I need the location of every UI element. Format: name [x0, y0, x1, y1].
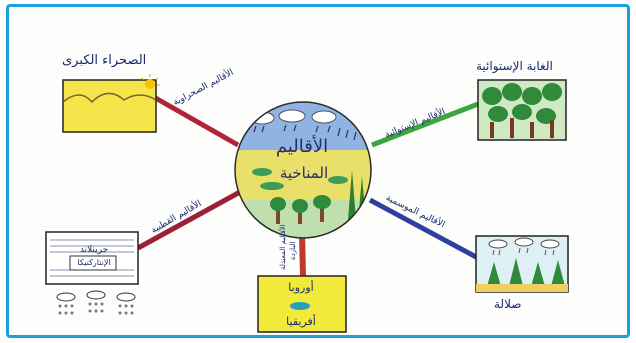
- desert-title: الصحراء الكبرى: [62, 53, 147, 68]
- central-globe: [235, 102, 371, 238]
- desert-picture: [62, 74, 160, 133]
- temperate-connector: [299, 231, 306, 277]
- forest-connector: [371, 101, 479, 148]
- rainforest-picture: [477, 79, 567, 141]
- temperate-link-line1: الأقاليم المعتدلة: [279, 224, 287, 270]
- polar-connector: [136, 189, 242, 251]
- temperate-place-top: أوروبا: [288, 281, 314, 294]
- temperate-picture: [257, 275, 347, 333]
- desert-connector: [150, 93, 240, 148]
- polar-place-line1: جرينلاند: [79, 245, 109, 255]
- polar-place-line2: الإنتاركتيكا: [77, 258, 111, 267]
- center-title-line1: الأقاليم: [275, 136, 329, 157]
- snow-clouds: [56, 290, 136, 315]
- monsoon-title: صلالة: [494, 297, 522, 311]
- temperate-link-line2: الباردة: [289, 241, 297, 261]
- center-title-line2: المناخية: [279, 164, 329, 182]
- monsoon-picture: [475, 235, 569, 293]
- forest-title: الغابة الإستوائية: [476, 59, 553, 73]
- monsoon-connector: [368, 197, 480, 261]
- polar-picture: [45, 231, 139, 285]
- temperate-place-bottom: أفريقيا: [286, 315, 316, 328]
